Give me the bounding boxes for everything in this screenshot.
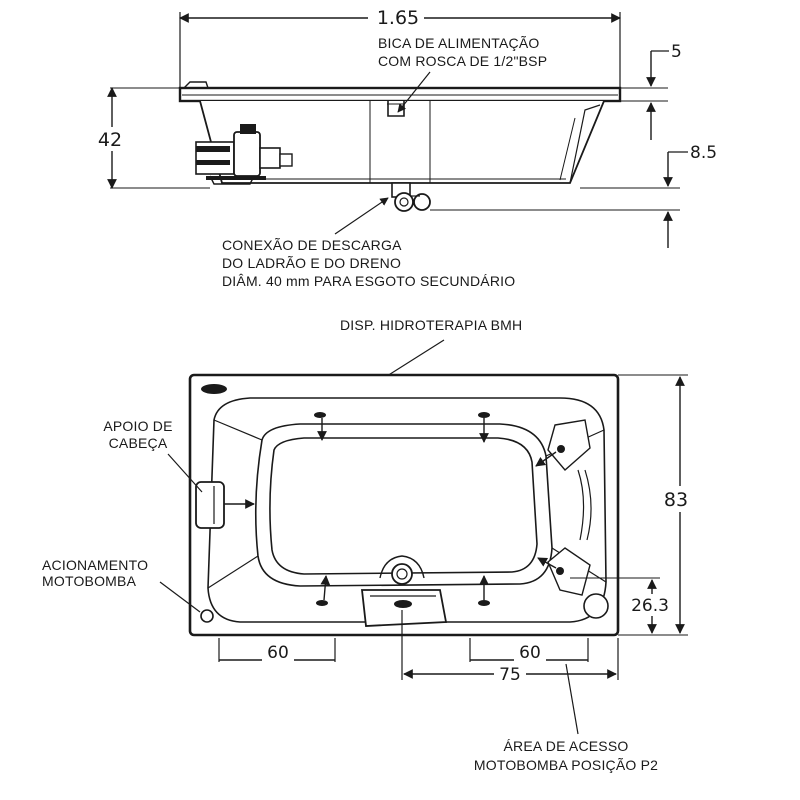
pump-access-cover — [360, 589, 448, 627]
pump-switch-label-line-2: MOTOBOMBA — [42, 573, 137, 589]
spout — [387, 101, 405, 117]
motor-pump — [195, 124, 293, 185]
access-area-label-line-2: MOTOBOMBA POSIÇÃO P2 — [474, 757, 658, 773]
logo-plate — [201, 384, 227, 394]
drain-connection — [391, 182, 431, 212]
drain-label-line-3: DIÂM. 40 mm PARA ESGOTO SECUNDÁRIO — [222, 273, 515, 289]
rim-dimension: 5 — [671, 42, 682, 62]
jet-3 — [316, 600, 328, 606]
jet-2 — [478, 412, 490, 418]
corner-recess-top — [547, 419, 591, 471]
headrest-label-line-1: APOIO DE — [103, 418, 172, 434]
access-left-dimension: 60 — [267, 643, 289, 663]
side-view: 1.65 — [94, 6, 717, 289]
offset-dimension: 8.5 — [690, 143, 717, 163]
drain-label-line-2: DO LADRÃO E DO DRENO — [222, 255, 401, 271]
top-view: DISP. HIDROTERAPIA BMH — [42, 317, 696, 773]
drain-distance-dimension: 75 — [499, 665, 521, 685]
jets — [314, 412, 557, 606]
jet-1 — [314, 412, 326, 418]
drain-label-line-1: CONEXÃO DE DESCARGA — [222, 237, 402, 253]
length-dimension: 1.65 — [377, 7, 419, 29]
spout-label-line-1: BICA DE ALIMENTAÇÃO — [378, 35, 539, 51]
corner-recess-bottom — [547, 547, 591, 596]
jet-4 — [478, 600, 490, 606]
width-dimension: 83 — [664, 489, 688, 511]
hydro-label: DISP. HIDROTERAPIA BMH — [340, 317, 522, 333]
corner-trim — [583, 593, 609, 619]
inner-basin-inner — [269, 437, 538, 575]
height-dimension: 42 — [98, 129, 122, 151]
spout-label-line-2: COM ROSCA DE 1/2"BSP — [378, 53, 547, 69]
pump-switch — [200, 609, 214, 623]
access-right-dimension: 60 — [519, 643, 541, 663]
headrest-label-line-2: CABEÇA — [109, 435, 168, 451]
access-area-label-line-1: ÁREA DE ACESSO — [504, 738, 629, 754]
corner-dimension: 26.3 — [631, 596, 669, 616]
pump-switch-label-line-1: ACIONAMENTO — [42, 557, 148, 573]
headrest — [195, 481, 225, 529]
